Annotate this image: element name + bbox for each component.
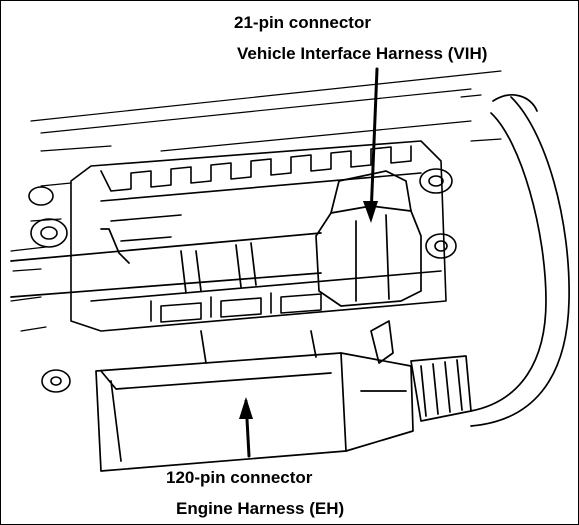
vih-connector-shape [315, 170, 422, 307]
vih-callout-line1: 21-pin connector [234, 13, 371, 32]
eh-callout-line2: Engine Harness (EH) [176, 499, 345, 518]
vih-arrowhead [363, 201, 378, 223]
eh-callout: 120-pin connector Engine Harness (EH) [166, 468, 344, 519]
vih-callout-line2: Vehicle Interface Harness (VIH) [237, 44, 488, 63]
vih-callout: 21-pin connector Vehicle Interface Harne… [234, 13, 487, 64]
engine-frame-lines [10, 70, 502, 332]
eh-arrowhead [239, 397, 253, 419]
ecm-module [70, 140, 447, 332]
right-hose [370, 94, 570, 427]
eh-callout-line1: 120-pin connector [166, 468, 313, 487]
mounting-bolts [28, 168, 457, 393]
eh-connector-shape [95, 330, 414, 472]
harness-tube [10, 228, 322, 298]
leader-arrows [239, 67, 379, 458]
vih-leader-line [369, 67, 379, 218]
